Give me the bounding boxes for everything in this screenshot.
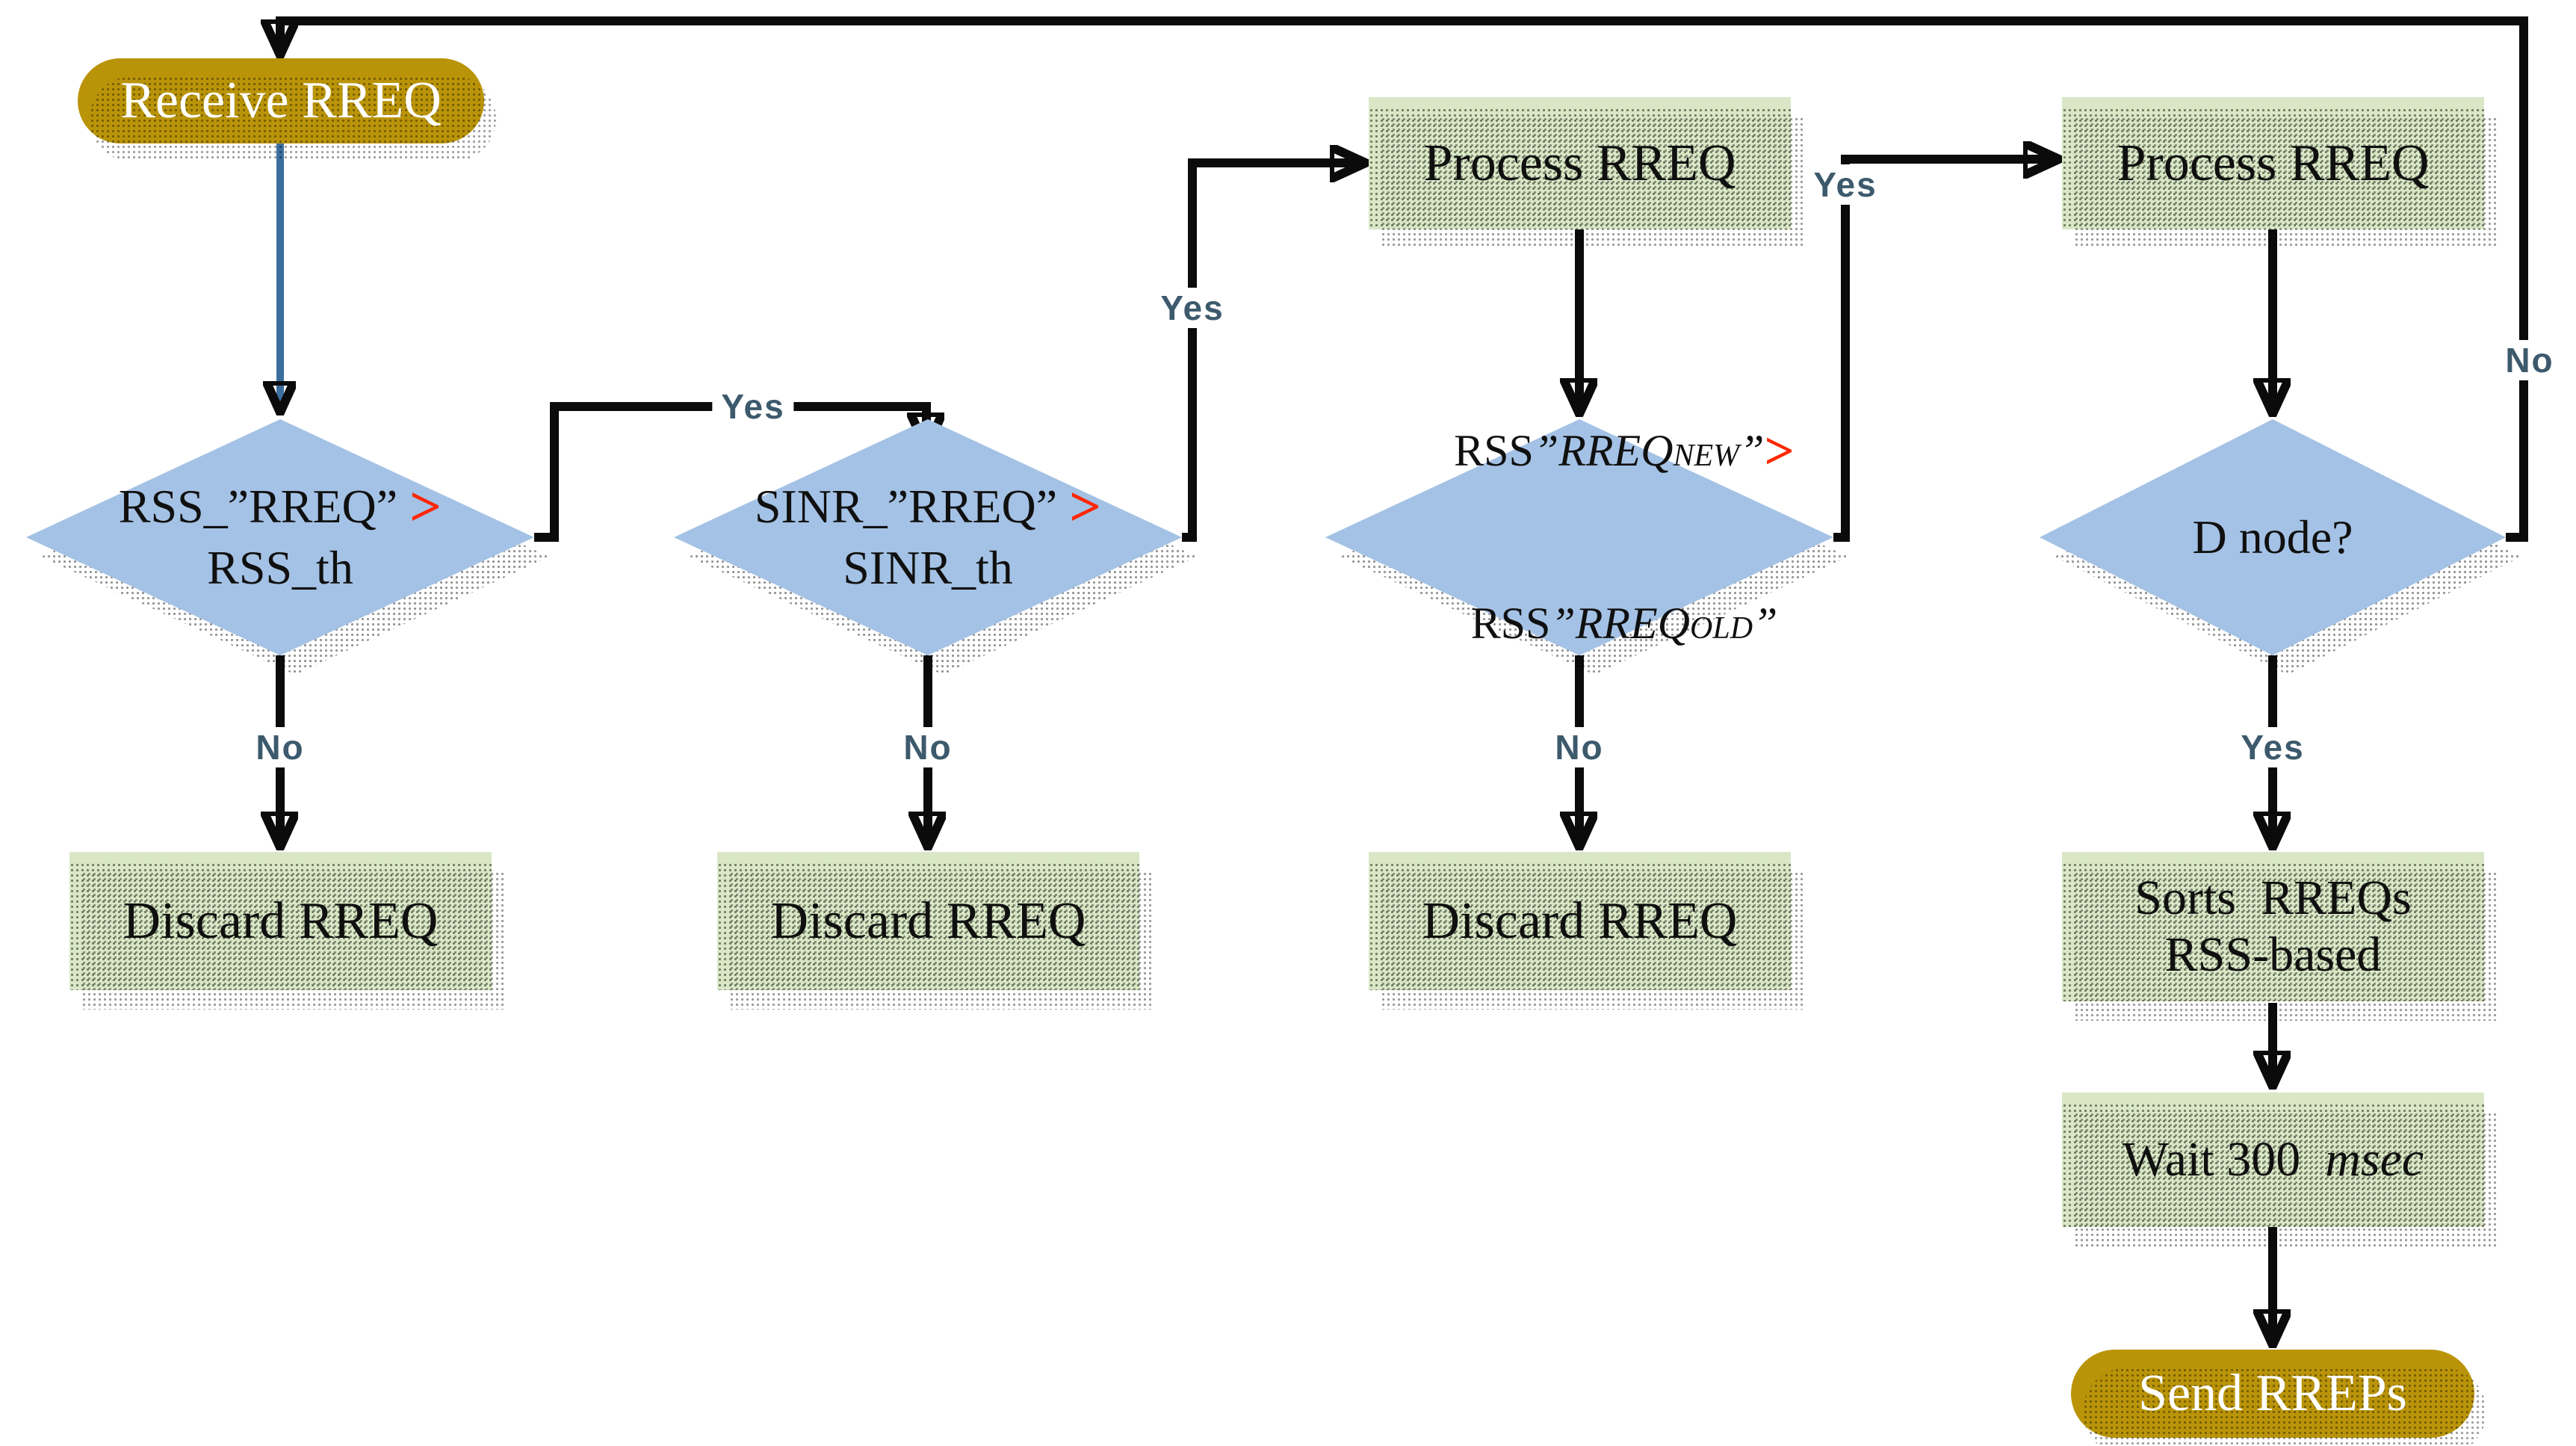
greater-than-operator: > — [1764, 422, 1795, 481]
decision-rss-new-vs-old: RSS”RREQNEW”> RSS”RREQOLD” — [1325, 419, 1848, 675]
discard-rreq-box-1: Discard RREQ — [69, 852, 492, 990]
process-rreq-box-right: Process RREQ — [2062, 97, 2484, 229]
d3-l2-subscript: OLD — [1690, 611, 1753, 646]
label-yes-d1: Yes — [712, 386, 794, 427]
wait-unit: msec — [2325, 1132, 2424, 1187]
discard-rreq-label: Discard RREQ — [1422, 892, 1738, 950]
label-yes-d2: Yes — [1151, 288, 1233, 328]
sorts-line1: Sorts RREQs — [2134, 871, 2412, 925]
process-rreq-box-middle: Process RREQ — [1369, 97, 1791, 229]
label-yes-d4: Yes — [2232, 727, 2314, 767]
d2-line1: SINR_”RREQ” — [754, 480, 1070, 534]
label-no-d2: No — [894, 727, 962, 767]
wait-300-msec-box: Wait 300 msec — [2062, 1093, 2484, 1227]
label-no-d4: No — [2496, 340, 2563, 380]
process-rreq-label: Process RREQ — [2117, 134, 2430, 192]
d3-l1-quote-open: ” — [1533, 426, 1559, 476]
sorts-line2: RSS-based — [2164, 927, 2382, 982]
greater-than-operator: > — [1069, 476, 1102, 539]
edge-d2-yes-line — [1182, 163, 1363, 542]
label-no-d3: No — [1546, 727, 1613, 767]
discard-rreq-box-3: Discard RREQ — [1369, 852, 1791, 990]
receive-rreq-label: Receive RREQ — [120, 72, 442, 129]
discard-rreq-box-2: Discard RREQ — [717, 852, 1139, 990]
d3-l1-quote-close: ” — [1739, 426, 1765, 476]
decision-d-node: D node? — [2040, 419, 2521, 675]
d3-l2-pre: RSS — [1470, 598, 1551, 648]
d4-label: D node? — [2192, 510, 2353, 563]
d1-line1: RSS_”RREQ” — [118, 480, 410, 534]
discard-rreq-label: Discard RREQ — [123, 892, 439, 950]
send-rreps-label: Send RREPs — [2138, 1365, 2407, 1422]
d3-l1-subscript: NEW — [1673, 439, 1740, 474]
edge-d1-yes-line — [534, 402, 926, 542]
d1-line2: RSS_th — [207, 541, 353, 594]
decision-rss-threshold: RSS_”RREQ” > RSS_th — [26, 419, 549, 675]
label-no-d1: No — [247, 727, 314, 767]
d3-l1-pre: RSS — [1454, 426, 1534, 476]
wait-label: Wait 300 — [2122, 1132, 2326, 1187]
start-terminal-receive-rreq: Receive RREQ — [78, 58, 484, 143]
d3-l2-quote-open: ” — [1550, 598, 1576, 648]
d3-l2-quote-close: ” — [1753, 598, 1778, 648]
greater-than-operator: > — [409, 476, 442, 539]
end-terminal-send-rreps: Send RREPs — [2071, 1350, 2474, 1438]
edge-d3-yes-line — [1833, 159, 2056, 542]
decision-sinr-threshold: SINR_”RREQ” > SINR_th — [674, 419, 1197, 675]
d3-l1-name: RREQ — [1558, 426, 1674, 476]
sorts-rreqs-box: Sorts RREQs RSS-based — [2062, 852, 2484, 1001]
process-rreq-label: Process RREQ — [1423, 134, 1736, 192]
label-yes-d3: Yes — [1804, 164, 1886, 205]
discard-rreq-label: Discard RREQ — [770, 892, 1086, 950]
edge-d4-no-loop-line — [280, 16, 2528, 542]
d2-line2: SINR_th — [843, 541, 1013, 594]
d3-l2-name: RREQ — [1575, 598, 1690, 648]
